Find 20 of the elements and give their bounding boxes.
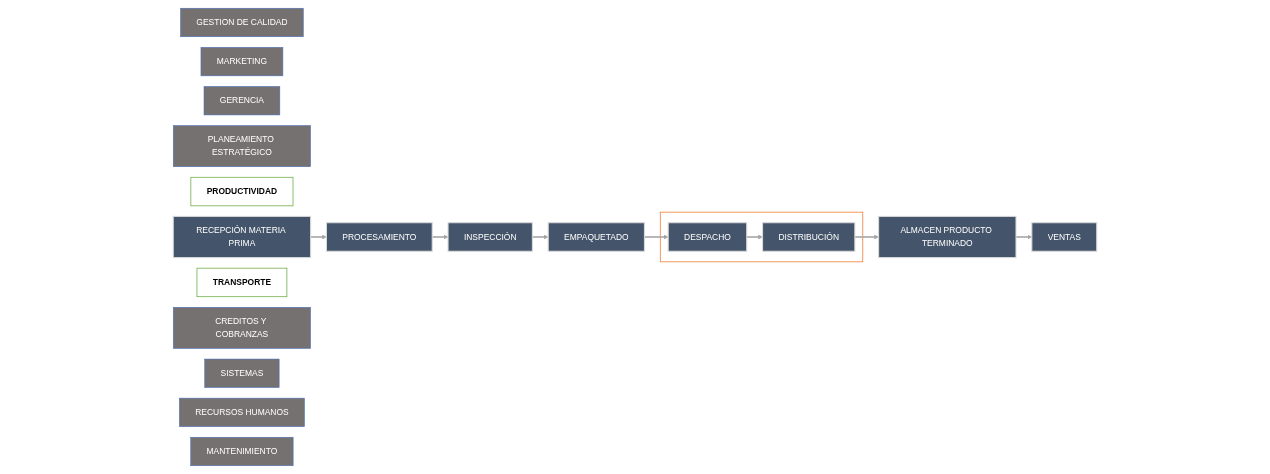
- node-box: ALMACEN PRODUCTO TERMINADO: [878, 215, 1017, 259]
- node-box: DISTRIBUCIÓN: [762, 222, 856, 252]
- node-box: PLANEAMIENTO ESTRATÉGICO: [173, 125, 311, 167]
- node-box: GERENCIA: [203, 86, 281, 116]
- node-box: PROCESAMIENTO: [325, 222, 433, 252]
- node-box: DESPACHO: [667, 222, 748, 252]
- node-box: CREDITOS Y COBRANZAS: [173, 307, 311, 349]
- node-box: TRANSPORTE: [196, 267, 288, 298]
- node-box: RECEPCIÓN MATERIA PRIMA: [172, 215, 312, 259]
- cluster: [659, 211, 864, 263]
- node-box: INSPECCIÓN: [447, 222, 533, 252]
- node-box: EMPAQUETADO: [547, 222, 645, 252]
- node-box: MARKETING: [200, 47, 284, 77]
- node-box: GESTION DE CALIDAD: [180, 7, 304, 38]
- node-box: RECURSOS HUMANOS: [179, 397, 305, 427]
- arrow: [854, 234, 879, 240]
- node-box: MANTENIMIENTO: [190, 436, 294, 467]
- node-box: PRODUCTIVIDAD: [190, 176, 294, 207]
- node-box: SISTEMAS: [204, 358, 280, 388]
- node-box: VENTAS: [1031, 222, 1098, 252]
